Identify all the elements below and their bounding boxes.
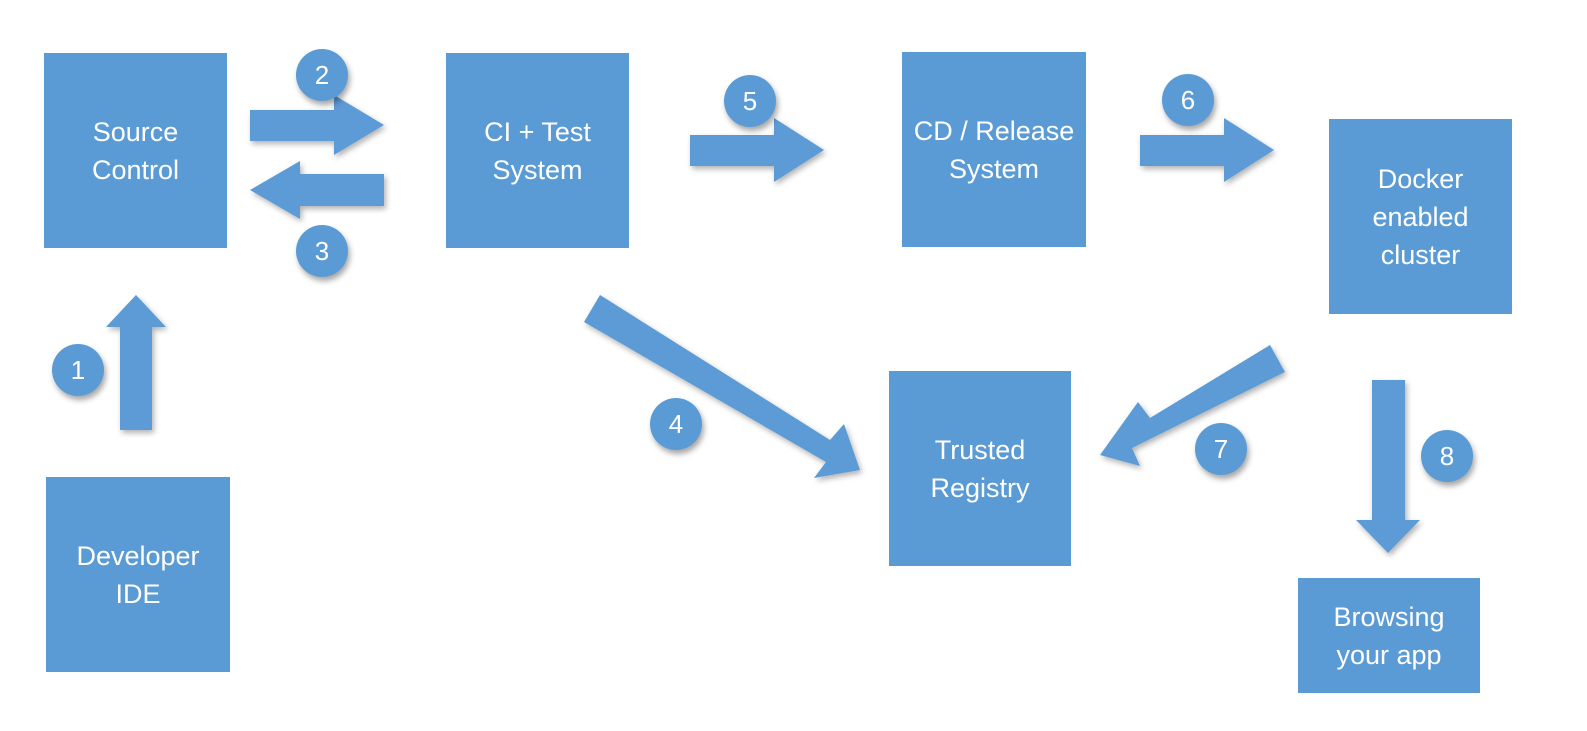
developer-ide-box: Developer IDE	[46, 477, 230, 672]
arrow-6-right	[1140, 118, 1274, 182]
step-3-badge: 3	[296, 225, 348, 277]
step-2-badge: 2	[296, 49, 348, 101]
docker-cluster-box: Docker enabled cluster	[1329, 119, 1512, 314]
step-5-badge: 5	[724, 75, 776, 127]
browsing-app-box: Browsing your app	[1298, 578, 1480, 693]
source-control-box: Source Control	[44, 53, 227, 248]
arrow-8-down	[1356, 380, 1420, 553]
cd-release-system-box: CD / Release System	[902, 52, 1086, 247]
arrow-1-up	[106, 295, 166, 430]
arrow-4-diagonal	[584, 295, 860, 478]
step-7-badge: 7	[1195, 423, 1247, 475]
step-6-badge: 6	[1162, 74, 1214, 126]
arrow-5-right	[690, 118, 824, 182]
arrow-3-left	[250, 161, 384, 219]
arrow-7-diagonal	[1100, 345, 1285, 466]
step-1-badge: 1	[52, 344, 104, 396]
step-4-badge: 4	[650, 398, 702, 450]
arrow-2-right	[250, 95, 384, 155]
ci-test-system-box: CI + Test System	[446, 53, 629, 248]
trusted-registry-box: Trusted Registry	[889, 371, 1071, 566]
step-8-badge: 8	[1421, 430, 1473, 482]
